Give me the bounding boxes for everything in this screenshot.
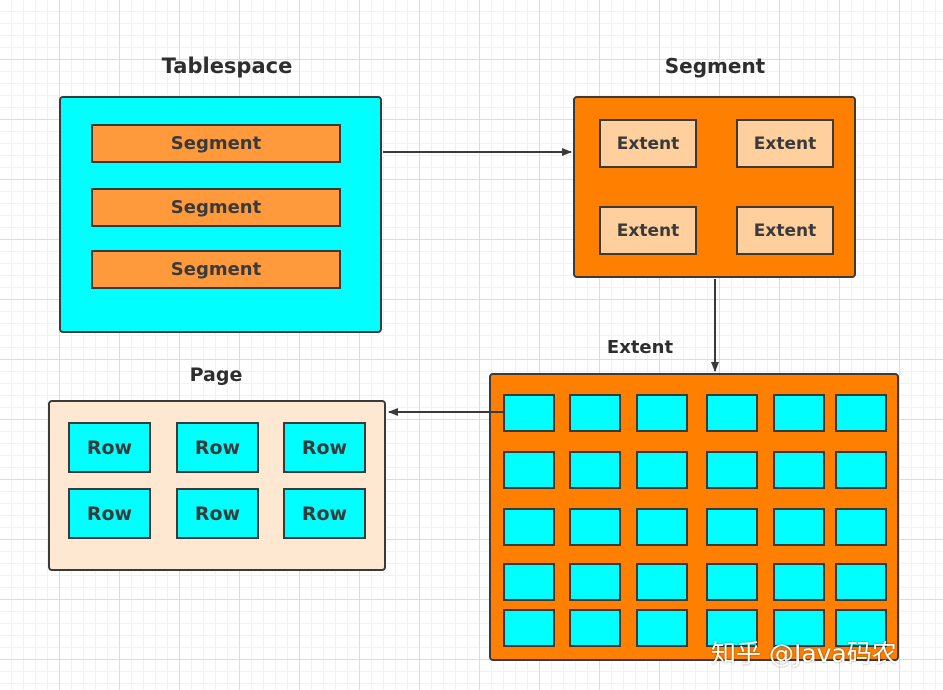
tablespace-title: Tablespace xyxy=(161,54,293,78)
page-row: Row xyxy=(176,422,259,473)
extent-page xyxy=(636,508,688,546)
page-row: Row xyxy=(283,488,366,539)
segment-box: Extent Extent Extent Extent xyxy=(573,96,856,278)
extent-box xyxy=(489,373,899,661)
page-row: Row xyxy=(68,488,151,539)
tablespace-segment: Segment xyxy=(91,250,341,289)
extent-page xyxy=(503,609,555,647)
extent-page xyxy=(706,451,758,489)
extent-page xyxy=(636,609,688,647)
segment-extent: Extent xyxy=(599,119,697,168)
extent-page xyxy=(503,563,555,601)
extent-page xyxy=(569,563,621,601)
extent-page xyxy=(835,563,887,601)
page-row: Row xyxy=(283,422,366,473)
page-row: Row xyxy=(68,422,151,473)
extent-page xyxy=(706,563,758,601)
extent-page xyxy=(569,609,621,647)
extent-page xyxy=(835,508,887,546)
segment-title: Segment xyxy=(664,54,766,78)
extent-page xyxy=(569,451,621,489)
extent-page xyxy=(636,394,688,432)
extent-page xyxy=(503,394,555,432)
extent-page xyxy=(835,451,887,489)
tablespace-segment: Segment xyxy=(91,188,341,227)
extent-page xyxy=(835,394,887,432)
segment-extent: Extent xyxy=(599,206,697,255)
page-row: Row xyxy=(176,488,259,539)
extent-page xyxy=(636,563,688,601)
extent-page xyxy=(706,508,758,546)
tablespace-box: Segment Segment Segment xyxy=(59,96,382,333)
extent-page xyxy=(706,394,758,432)
extent-page xyxy=(773,451,825,489)
segment-extent: Extent xyxy=(736,119,834,168)
extent-page xyxy=(636,451,688,489)
extent-page xyxy=(569,394,621,432)
extent-page xyxy=(773,508,825,546)
page-title: Page xyxy=(189,364,243,386)
extent-page xyxy=(503,508,555,546)
extent-page xyxy=(835,609,887,647)
page-box: Row Row Row Row Row Row xyxy=(48,400,386,571)
extent-page xyxy=(503,451,555,489)
extent-page xyxy=(773,394,825,432)
extent-page xyxy=(773,609,825,647)
extent-page xyxy=(706,609,758,647)
watermark-text: 知乎 @Java码农 xyxy=(711,639,897,668)
segment-extent: Extent xyxy=(736,206,834,255)
extent-page xyxy=(773,563,825,601)
extent-title: Extent xyxy=(606,337,674,358)
tablespace-segment: Segment xyxy=(91,124,341,163)
extent-page xyxy=(569,508,621,546)
